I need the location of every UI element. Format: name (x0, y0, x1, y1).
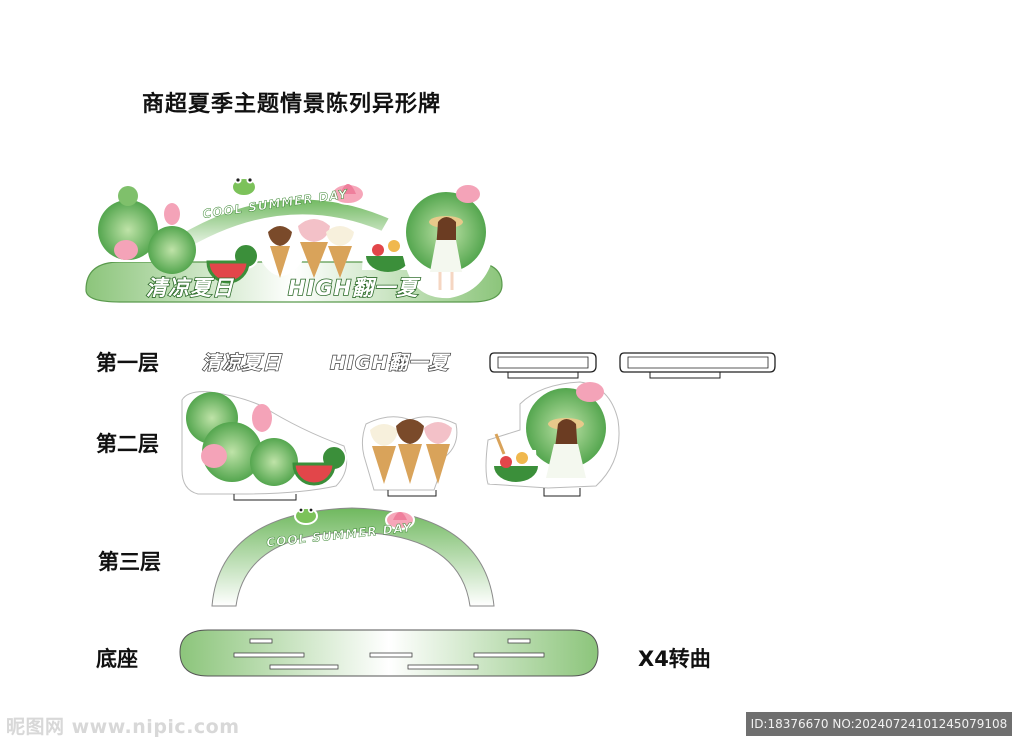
slogan-layer1-1: 清凉夏日 (201, 351, 283, 374)
slogan-layer1-2: HIGH翻一夏 (329, 351, 449, 374)
base-label: 底座 (96, 647, 138, 671)
fruit-bowl-icon (362, 236, 412, 272)
slogan-composite-2: HIGH翻一夏 (287, 275, 419, 301)
layer1-outlines (489, 352, 776, 379)
frog-icon (231, 176, 257, 197)
site-watermark: 昵图网 www.nipic.com (6, 716, 240, 738)
frog-icon (294, 507, 318, 525)
girl-illustration (396, 182, 497, 299)
base-stand (179, 629, 599, 677)
watermelon-icon (206, 243, 259, 284)
id-watermark: ID:18376670 NO:20240724101245079108 (746, 712, 1012, 736)
layer2-label: 第二层 (96, 432, 159, 456)
layer2-piece-icecream (361, 416, 458, 497)
layer2-piece-leaves (181, 391, 348, 501)
outline-note: X4转曲 (638, 647, 711, 671)
ice-cream-icon (262, 219, 354, 278)
layer3-label: 第三层 (98, 550, 161, 574)
layer1-label: 第一层 (96, 351, 159, 375)
lotus-icon (385, 510, 415, 530)
lotus-leaves-left (91, 186, 196, 274)
page-title: 商超夏季主题情景陈列异形牌 (142, 92, 442, 117)
layer2-piece-girl (485, 381, 620, 497)
lotus-icon (331, 183, 365, 205)
layer3-arch (211, 507, 495, 607)
composite-preview (85, 176, 503, 303)
slogan-composite-1: 清凉夏日 (145, 275, 234, 301)
